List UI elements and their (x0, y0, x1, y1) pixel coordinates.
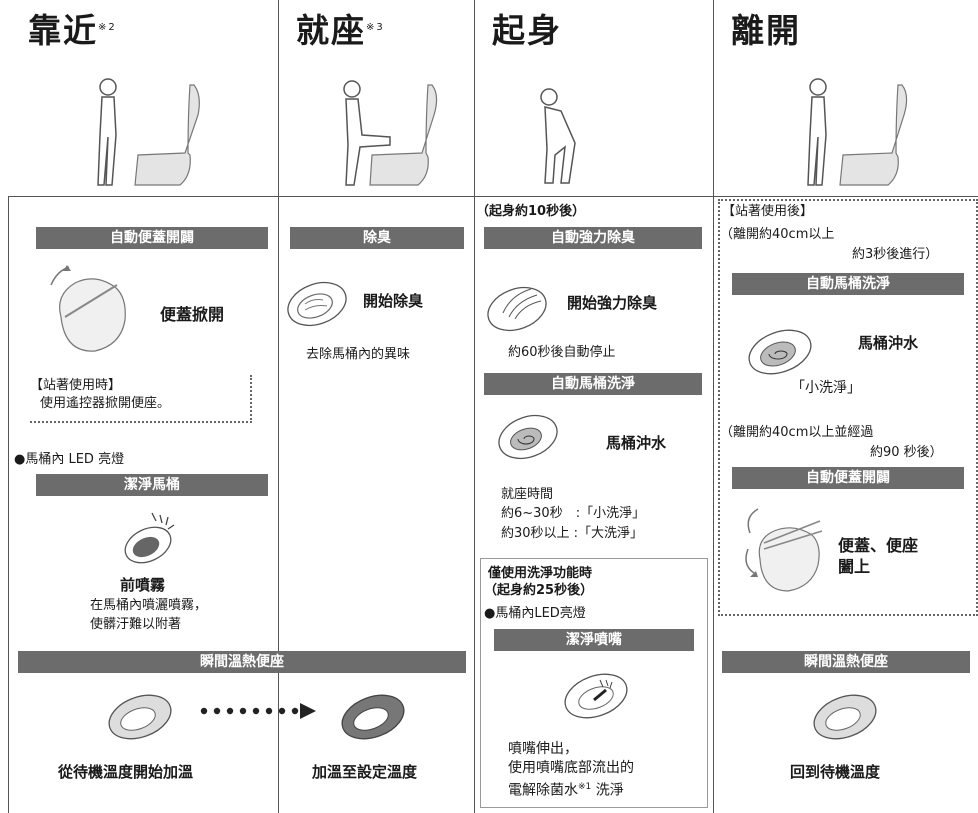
approach-person-toilet-illustration (97, 78, 200, 186)
lid-close-caption-2: 闔上 (838, 557, 871, 576)
heat-return-caption: 回到待機溫度 (790, 763, 881, 781)
col-title-standup: 起身 (492, 11, 562, 50)
heat-start-caption: 從待機溫度開始加溫 (58, 763, 194, 781)
divider-col-2-3 (474, 0, 475, 813)
standup-timing: （起身約10秒後） (476, 204, 586, 219)
bar-clean-toilet: 潔淨馬桶 (36, 474, 268, 496)
deodorize-caption: 開始除臭 (363, 292, 424, 310)
sit-time-label: 就座時間 (501, 487, 554, 502)
strong-deodorize-desc: 約60秒後自動停止 (508, 345, 616, 360)
led-note: ●馬桶內 LED 亮燈 (14, 452, 125, 467)
leave-distance-1: （離開約40cm以上 (720, 227, 835, 242)
standup-person-illustration (540, 88, 576, 184)
col-title-leave: 離開 (731, 11, 801, 50)
leave-distance-3: （離開約40cm以上並經過 (720, 425, 874, 440)
divider-col-1-2 (278, 0, 279, 813)
seat-return-standby-icon (813, 694, 877, 740)
bar-instant-heat-seat: 瞬間溫熱便座 (18, 651, 466, 673)
mist-desc-1: 在馬桶內噴灑噴霧， (90, 598, 208, 613)
stand-use-note-box (30, 375, 252, 423)
seat-heated-icon (341, 694, 405, 740)
col-title-sit: 就座※3 (296, 11, 385, 50)
bar-auto-flush: 自動馬桶洗淨 (484, 373, 702, 395)
deodorize-desc: 去除馬桶內的異味 (306, 347, 411, 362)
small-flush-leave: 「小洗淨」 (791, 380, 861, 396)
bar-auto-lid-open: 自動便蓋開闢 (36, 227, 268, 249)
deodorize-icon (287, 281, 347, 327)
strong-deodorize-caption: 開始強力除臭 (567, 294, 658, 312)
sit-person-toilet-illustration (343, 80, 438, 186)
stand-use-note-title: 【站著使用時】 (30, 378, 122, 393)
nozzle-desc-1: 噴嘴伸出， (508, 741, 578, 757)
header-divider (8, 196, 978, 197)
stand-after-box (718, 199, 978, 616)
big-flush-rule: 約30秒以上 :「大洗淨」 (501, 526, 644, 541)
small-flush-rule: 約6~30秒 :「小洗淨」 (501, 506, 646, 521)
flush-caption: 馬桶沖水 (606, 434, 667, 452)
flush-icon (498, 414, 558, 460)
leave-distance-2: 約3秒後進行） (852, 247, 939, 262)
stand-after-title: 【站著使用後】 (722, 204, 814, 219)
flush-leave-icon (748, 329, 812, 375)
heat-progress-arrow-icon (200, 703, 316, 719)
leave-distance-4: 約90 秒後） (870, 445, 943, 460)
lid-open-icon (50, 265, 126, 352)
nozzle-icon (564, 673, 628, 719)
divider-left (8, 196, 9, 813)
wash-only-box (480, 558, 708, 808)
leave-person-toilet-illustration (807, 78, 908, 186)
mist-title: 前噴霧 (120, 576, 166, 594)
bar-deodorize: 除臭 (290, 227, 464, 249)
seat-standby-icon (108, 694, 172, 740)
divider-col-3-4 (713, 0, 714, 813)
bar-clean-nozzle: 潔淨噴嘴 (494, 629, 694, 651)
wash-only-timing: （起身約25秒後） (484, 583, 594, 598)
stand-use-note-body: 使用遙控器掀開便座。 (40, 396, 171, 411)
wash-only-title: 僅使用洗淨功能時 (488, 566, 593, 581)
strong-deodorize-icon (487, 286, 547, 332)
mist-desc-2: 使髒汙難以附著 (90, 617, 182, 632)
mist-spray-icon (124, 512, 175, 564)
nozzle-desc-2: 使用噴嘴底部流出的 (508, 760, 634, 776)
flush-leave-caption: 馬桶沖水 (858, 334, 919, 352)
nozzle-led-note: ●馬桶內LED亮燈 (484, 606, 586, 621)
lid-close-caption-1: 便蓋、便座 (838, 536, 919, 555)
heat-target-caption: 加溫至設定溫度 (312, 763, 418, 781)
bar-instant-heat-seat-leave: 瞬間溫熱便座 (722, 651, 970, 673)
lid-open-caption: 便蓋掀開 (160, 305, 225, 324)
bar-strong-deodorize: 自動強力除臭 (484, 227, 702, 249)
bar-auto-lid-close: 自動便蓋開闢 (732, 467, 964, 489)
col-title-approach: 靠近※2 (28, 11, 117, 50)
bar-auto-flush-leave: 自動馬桶洗淨 (732, 273, 964, 295)
lid-close-icon (745, 508, 823, 592)
nozzle-desc-3: 電解除菌水※1 洗淨 (508, 782, 624, 799)
